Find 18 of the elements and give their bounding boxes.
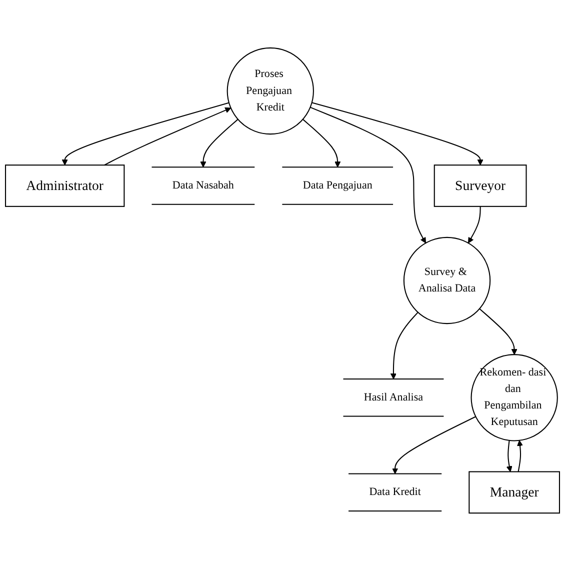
arrow — [104, 107, 232, 166]
arrow — [312, 102, 484, 166]
node-box: Manager — [468, 471, 560, 514]
arrow — [302, 118, 341, 168]
arrow — [390, 312, 418, 380]
arrow — [392, 416, 476, 474]
node-circle: Rekomen- dasi dan Pengambilan Keputusan — [470, 354, 558, 442]
arrow — [479, 308, 518, 355]
arrow — [62, 102, 230, 166]
arrow — [517, 440, 524, 472]
arrow — [468, 206, 481, 244]
node-circle: Survey & Analisa Data — [403, 236, 491, 324]
arrow — [310, 106, 426, 244]
arrow — [506, 440, 512, 472]
node-circle: Proses Pengajuan Kredit — [226, 47, 314, 135]
arrow — [200, 118, 238, 168]
node-box: Surveyor — [434, 164, 527, 207]
node-box: Administrator — [5, 164, 125, 207]
